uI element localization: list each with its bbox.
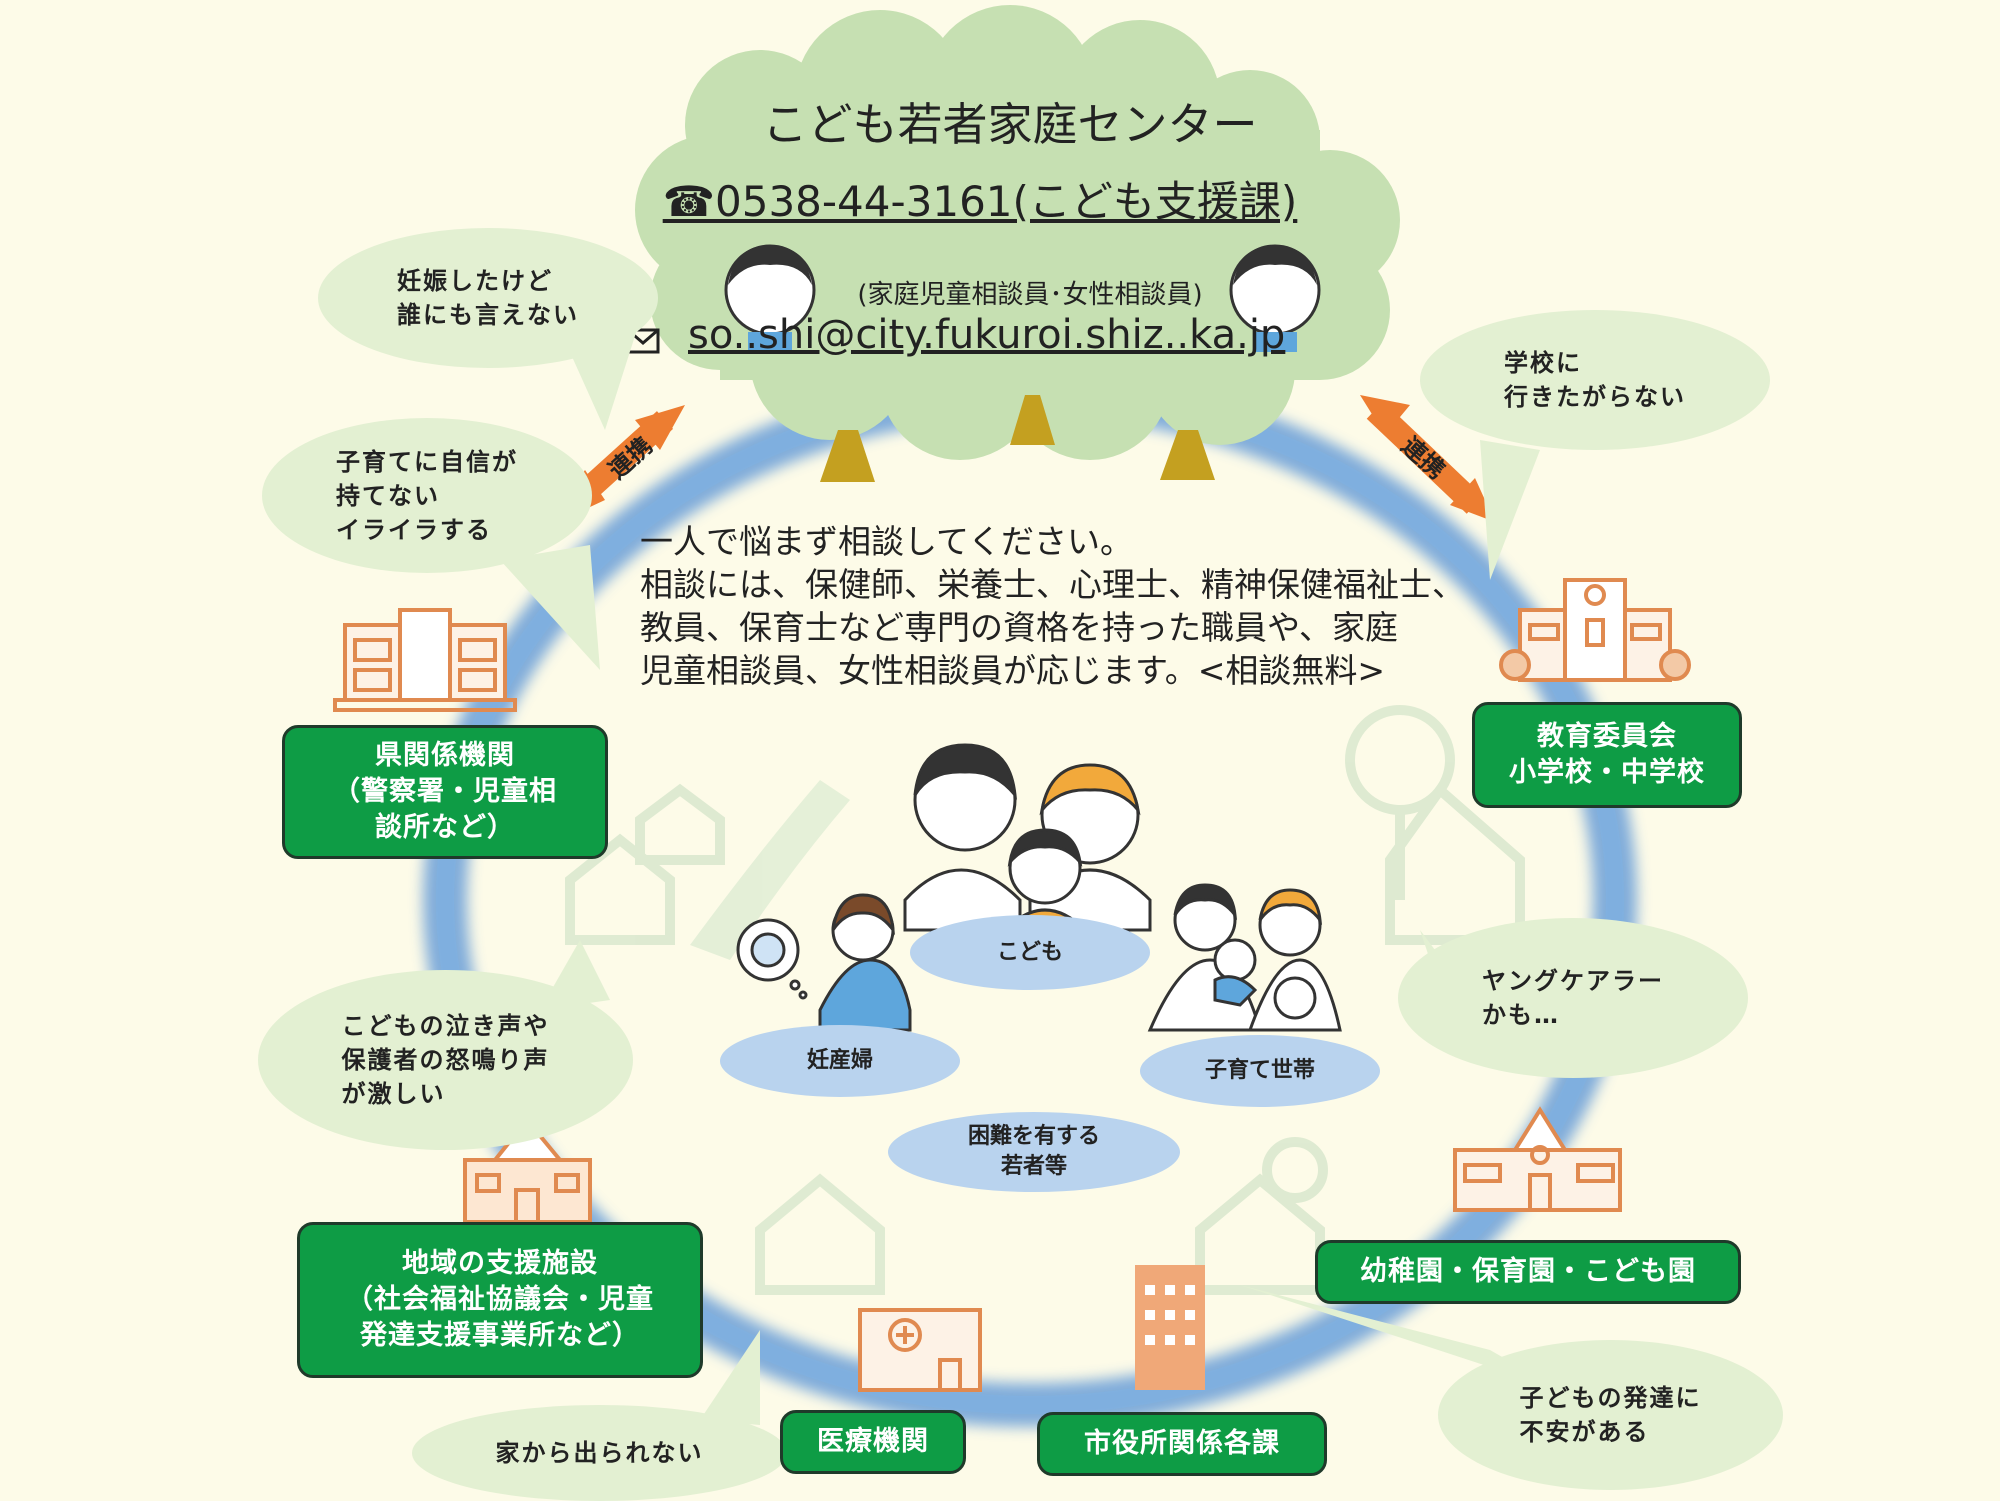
target-children: こども bbox=[910, 915, 1150, 990]
bubble-pregnancy: 妊娠したけど 誰にも言えない bbox=[318, 228, 658, 368]
bubble-development: 子どもの発達に 不安がある bbox=[1438, 1340, 1783, 1490]
school-icon bbox=[1499, 578, 1691, 682]
agency-local-support[interactable]: 地域の支援施設 （社会福祉協議会・児童 発達支援事業所など） bbox=[297, 1222, 703, 1378]
agency-kindergarten[interactable]: 幼稚園・保育園・こども園 bbox=[1315, 1240, 1741, 1304]
target-youth: 困難を有する 若者等 bbox=[888, 1112, 1180, 1192]
link-arrow-right bbox=[1360, 395, 1495, 522]
bubble-development-text: 子どもの発達に 不安がある bbox=[1519, 1384, 1702, 1446]
bubble-young-carer: ヤングケアラー かも… bbox=[1398, 918, 1748, 1078]
center-message: 一人で悩まず相談してください。 相談には、保健師、栄養士、心理士、精神保健福祉士… bbox=[640, 522, 1465, 690]
agency-medical[interactable]: 医療機関 bbox=[780, 1410, 966, 1474]
tree-canopy bbox=[635, 5, 1400, 460]
bubble-pregnancy-text: 妊娠したけど 誰にも言えない bbox=[397, 267, 579, 329]
tree-trunks bbox=[820, 395, 1215, 482]
bubble-young-carer-text: ヤングケアラー かも… bbox=[1482, 967, 1664, 1029]
bubble-home: 家から出られない bbox=[412, 1405, 787, 1501]
city-hall-icon bbox=[1135, 1265, 1205, 1390]
center-email-text[interactable]: so..shi@city.fukuroi.shiz..ka.jp bbox=[688, 312, 1286, 358]
building-icon-prefecture bbox=[333, 608, 517, 712]
bubble-parenting: 子育てに自信が 持てない イライラする bbox=[262, 418, 592, 573]
bubble-school: 学校に 行きたがらない bbox=[1420, 310, 1770, 450]
center-staff: (家庭児童相談員･女性相談員) bbox=[857, 280, 1203, 310]
background-town-icon bbox=[565, 705, 1525, 1295]
bubble-school-text: 学校に 行きたがらない bbox=[1504, 349, 1686, 411]
center-email[interactable]: so..shi@city.fukuroi.shiz..ka.jp bbox=[620, 312, 1420, 358]
agency-prefecture[interactable]: 県関係機関 （警察署・児童相 談所など） bbox=[282, 725, 608, 859]
target-families: 子育て世帯 bbox=[1140, 1035, 1380, 1107]
family-illustration bbox=[736, 743, 1342, 1032]
counselor-avatar-right bbox=[1229, 244, 1321, 352]
bubble-parenting-text: 子育てに自信が 持てない イライラする bbox=[336, 447, 518, 544]
bubble-crying-text: こどもの泣き声や 保護者の怒鳴り声 が激しい bbox=[341, 1012, 550, 1108]
bubble-crying: こどもの泣き声や 保護者の怒鳴り声 が激しい bbox=[258, 970, 633, 1150]
center-title: こども若者家庭センター bbox=[762, 98, 1258, 151]
agency-education[interactable]: 教育委員会 小学校・中学校 bbox=[1472, 702, 1742, 808]
hospital-icon bbox=[858, 1308, 982, 1392]
agency-city-hall[interactable]: 市役所関係各課 bbox=[1037, 1412, 1327, 1476]
counselor-avatar-left bbox=[724, 244, 816, 352]
bubble-home-text: 家から出られない bbox=[495, 1439, 704, 1467]
center-phone[interactable]: ☎0538-44-3161(こども支援課) bbox=[662, 177, 1298, 226]
target-expectant: 妊産婦 bbox=[720, 1025, 960, 1097]
kindergarten-icon bbox=[1453, 1106, 1622, 1212]
